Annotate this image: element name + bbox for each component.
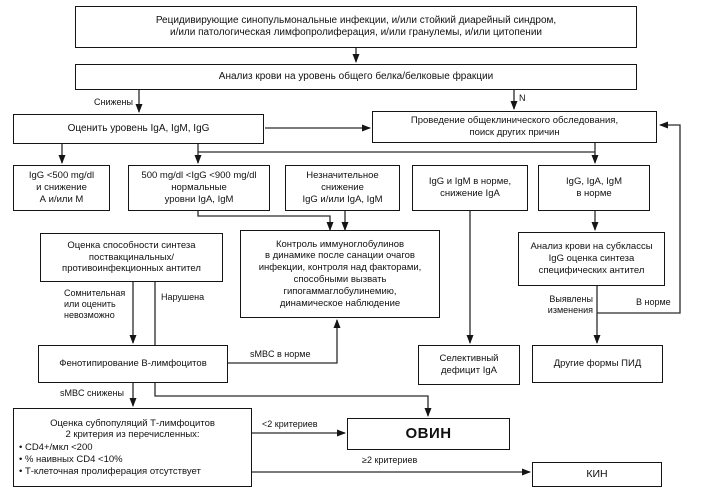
node-symptoms: Рецидивирующие синопульмональные инфекци… <box>75 6 637 48</box>
node-all-normal: IgG, IgA, IgM в норме <box>538 165 650 211</box>
edge-label-doubtful: Сомнительная или оценить невозможно <box>64 288 126 320</box>
edge-label-lt2-criteria: <2 критериев <box>262 419 318 429</box>
edge-label-gte2-criteria: ≥2 критериев <box>362 455 418 465</box>
edge-label-smbc-normal: sMBC в норме <box>250 349 311 359</box>
node-igg-subclasses: Анализ крови на субклассы IgG оценка син… <box>518 232 665 286</box>
edge-label-smbc-reduced: sMBC снижены <box>60 388 124 398</box>
node-kin-diagnosis: КИН <box>532 462 662 487</box>
node-protein-analysis: Анализ крови на уровень общего белка/бел… <box>75 64 637 90</box>
node-slight-decrease: Незначительное снижение IgG и/или IgA, I… <box>285 165 400 211</box>
node-igg-500-900: 500 mg/dl <IgG <900 mg/dl нормальные уро… <box>128 165 270 211</box>
node-assess-ig-levels: Оценить уровень IgA, IgM, IgG <box>13 114 264 144</box>
edge-label-reduced: Снижены <box>94 97 133 107</box>
edge-label-n-normal: N <box>519 93 526 103</box>
node-other-pid-forms: Другие формы ПИД <box>532 345 663 383</box>
t-cell-criteria-list: • CD4+/мкл <200 • % наивных CD4 <10% • Т… <box>19 442 201 477</box>
node-immunoglobulin-monitoring: Контроль иммуноглобулинов в динамике пос… <box>240 230 440 318</box>
t-cell-title: Оценка субпопуляций Т-лимфоцитов 2 крите… <box>50 417 215 441</box>
node-igg-below-500: IgG <500 mg/dl и снижение А и/или М <box>13 165 110 211</box>
node-selective-iga-deficiency: Селективный дефицит IgA <box>418 345 520 385</box>
node-t-cell-subpopulations: Оценка субпопуляций Т-лимфоцитов 2 крите… <box>13 408 252 487</box>
edge-label-impaired: Нарушена <box>161 292 205 302</box>
node-iga-decreased: IgG и IgM в норме, снижение IgA <box>412 165 528 211</box>
edge-label-changes-found: Выявлены изменения <box>547 294 593 315</box>
node-general-exam: Проведение общеклинического обследования… <box>372 111 657 143</box>
edge-label-in-norm: В норме <box>636 297 671 307</box>
node-vaccine-antibody-assessment: Оценка способности синтеза поствакциналь… <box>40 233 223 282</box>
node-b-cell-phenotyping: Фенотипирование В-лимфоцитов <box>38 345 228 383</box>
node-ovin-diagnosis: ОВИН <box>347 418 510 450</box>
